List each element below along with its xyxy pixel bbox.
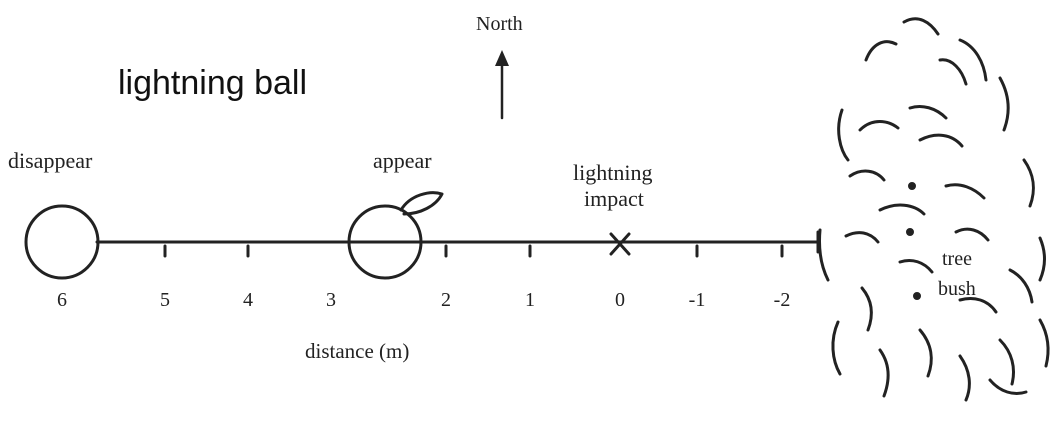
axis-tick-label: -2 xyxy=(774,289,791,311)
axis-tick-labels: 6 5 4 3 2 1 0 -1 -2 xyxy=(57,289,790,311)
diagram-title: lightning ball xyxy=(118,64,307,102)
axis-label: distance (m) xyxy=(305,339,409,363)
axis-tick-label: 4 xyxy=(243,289,253,311)
disappear-ball-icon xyxy=(24,204,100,280)
axis-ticks xyxy=(163,230,820,258)
disappear-label: disappear xyxy=(8,148,93,173)
axis-tick-label: 5 xyxy=(160,289,170,311)
axis-tick-label: -1 xyxy=(689,289,706,311)
axis-tick-label: 3 xyxy=(326,289,336,311)
tree-bush-icon xyxy=(818,17,1050,402)
north-arrow-icon xyxy=(495,50,509,120)
appear-ball-icon xyxy=(347,191,444,280)
axis-tick-label: 2 xyxy=(441,289,451,311)
bush-label-line2: bush xyxy=(938,278,976,300)
bush-label-line1: tree xyxy=(942,248,972,270)
axis-tick-label: 1 xyxy=(525,289,535,311)
lightning-impact-label-line2: impact xyxy=(584,186,644,211)
lightning-impact-label-line1: lightning xyxy=(573,160,652,185)
axis-tick-label: 6 xyxy=(57,289,67,311)
north-label: North xyxy=(476,13,523,35)
appear-label: appear xyxy=(373,148,432,173)
axis-tick-label: 0 xyxy=(615,289,625,311)
lightning-impact-x-icon xyxy=(609,232,631,256)
